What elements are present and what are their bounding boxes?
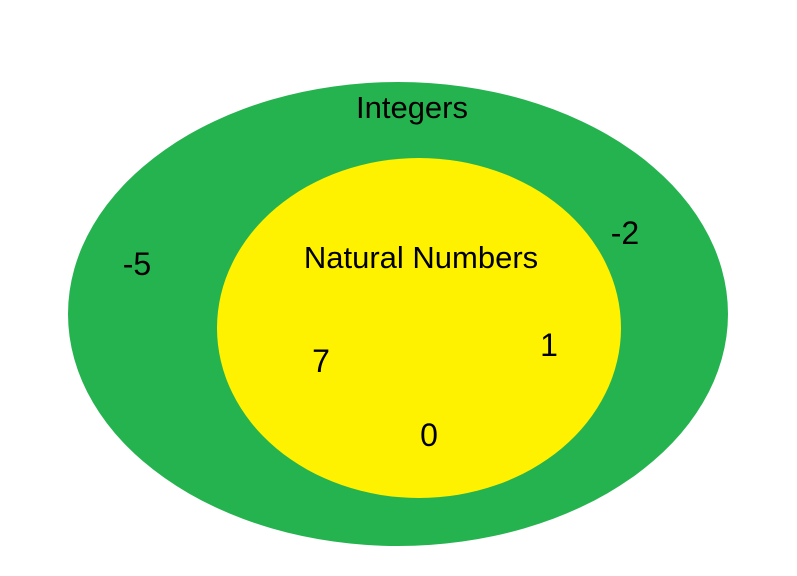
element-minus-five: -5 <box>123 246 151 282</box>
natural-numbers-label: Natural Numbers <box>304 240 538 275</box>
natural-numbers-set-ellipse <box>217 158 621 498</box>
element-one: 1 <box>540 327 558 363</box>
integers-label: Integers <box>356 90 468 125</box>
element-minus-two: -2 <box>611 215 639 251</box>
element-zero: 0 <box>420 417 438 453</box>
element-seven: 7 <box>312 343 330 379</box>
